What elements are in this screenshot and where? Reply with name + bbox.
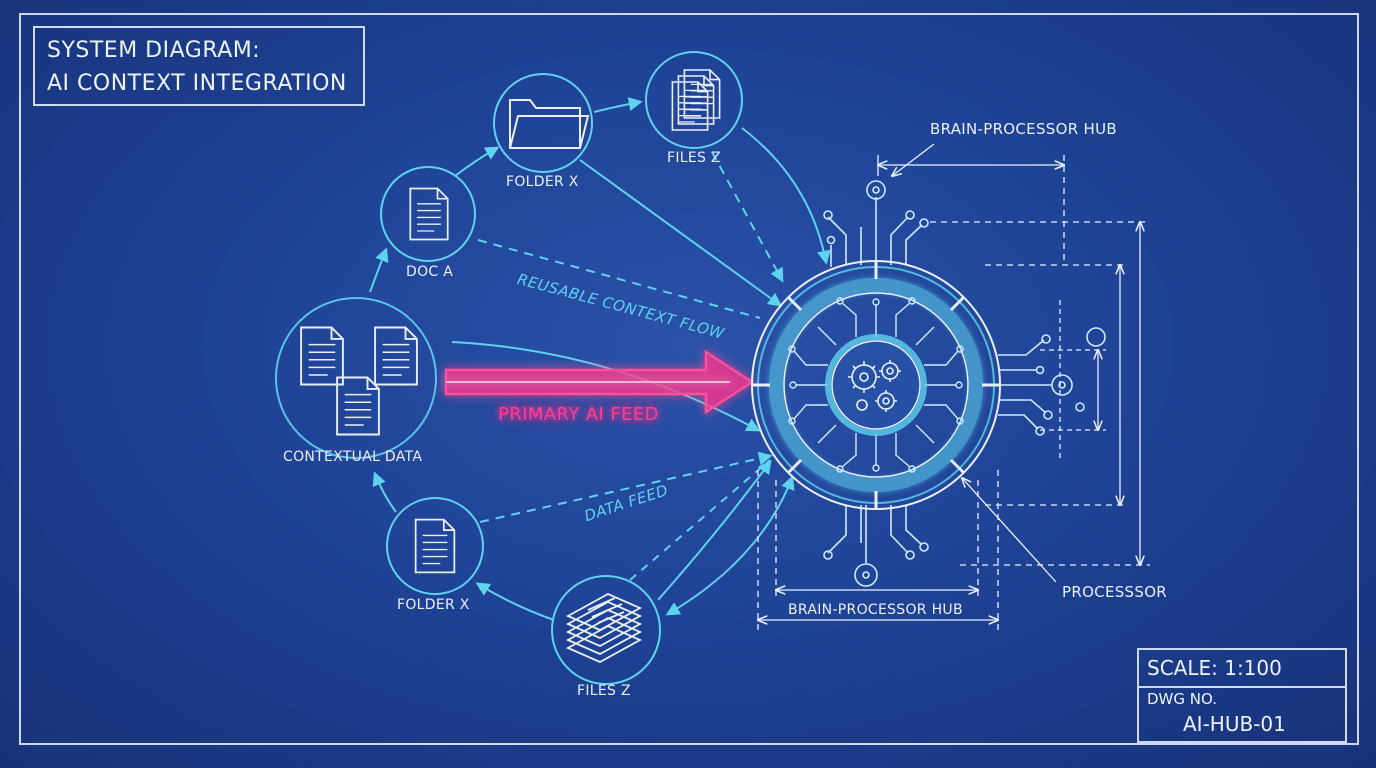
drawing-title-box: SYSTEM DIAGRAM: AI CONTEXT INTEGRATION [33, 26, 365, 106]
title-line-1: SYSTEM DIAGRAM: [47, 38, 261, 63]
processor-chip-icon [751, 180, 1106, 587]
folder-x-top-label: FOLDER X [506, 174, 579, 190]
document-icon [374, 326, 418, 386]
scale-text: SCALE: 1:100 [1147, 656, 1282, 680]
drawing-info-block: SCALE: 1:100 DWG NO. AI-HUB-01 [1137, 648, 1347, 743]
document-icon [409, 187, 449, 241]
hub-flows [451, 127, 831, 616]
dwg-label: DWG NO. [1147, 690, 1217, 708]
dwg-number: AI-HUB-01 [1183, 712, 1286, 736]
contextual-data-label: CONTEXTUAL DATA [283, 449, 423, 465]
doc-a-node [380, 166, 476, 262]
folder-x-top-node [493, 73, 593, 173]
primary-feed-arrow [444, 349, 755, 415]
files-z-top-node [645, 51, 743, 149]
title-line-2: AI CONTEXT INTEGRATION [47, 71, 347, 96]
hub-bottom-dimension-label: BRAIN-PROCESSOR HUB [788, 602, 963, 618]
file-stack-icon [565, 592, 643, 664]
files-z-bottom-label: FILES Z [577, 683, 631, 699]
files-z-top-label: FILES Z [667, 150, 721, 166]
hub-top-callout: BRAIN-PROCESSOR HUB [930, 120, 1117, 138]
folder-x-bottom-node [386, 497, 484, 595]
gear-icon [848, 360, 901, 412]
doc-a-label: DOC A [406, 264, 454, 280]
document-icon [300, 326, 344, 386]
document-icon [414, 518, 456, 574]
folder-icon [509, 99, 590, 149]
block-divider [1139, 686, 1345, 688]
files-z-bottom-node [551, 575, 661, 685]
sheet-border [19, 13, 1359, 745]
document-icon [336, 376, 380, 436]
cycle-arrows [369, 97, 643, 621]
dimension-lines [758, 143, 1150, 632]
processor-callout: PROCESSSOR [1062, 583, 1168, 601]
contextual-data-node [275, 297, 437, 459]
folder-x-bottom-label: FOLDER X [397, 597, 470, 613]
primary-feed-label: PRIMARY AI FEED [498, 404, 659, 425]
